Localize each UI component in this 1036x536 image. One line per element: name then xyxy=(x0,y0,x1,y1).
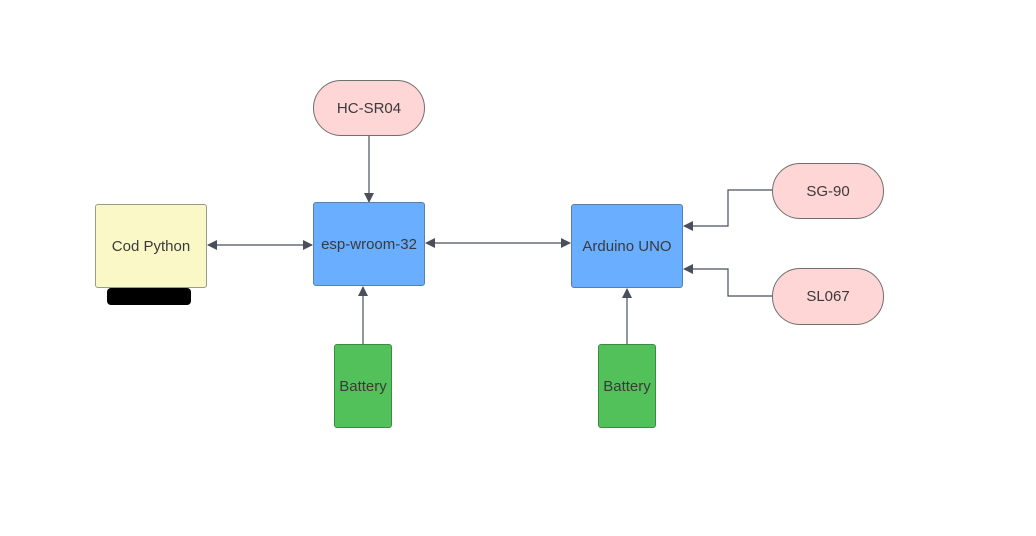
battery-esp-label: Battery xyxy=(339,377,387,395)
cod-python-base xyxy=(107,288,191,305)
cod-python-node: Cod Python xyxy=(95,204,207,288)
sg-90-label: SG-90 xyxy=(806,182,850,200)
sg-90-node: SG-90 xyxy=(772,163,884,219)
hc-sr04-node: HC-SR04 xyxy=(313,80,425,136)
battery-arduino-label: Battery xyxy=(603,377,651,395)
arduino-uno-node: Arduino UNO xyxy=(571,204,683,288)
cod-python-label: Cod Python xyxy=(111,237,191,255)
arrow-sl067-to-arduino xyxy=(683,264,772,297)
battery-esp-node: Battery xyxy=(334,344,392,428)
sl067-node: SL067 xyxy=(772,268,884,325)
battery-arduino-node: Battery xyxy=(598,344,656,428)
sl067-label: SL067 xyxy=(806,288,850,305)
hc-sr04-label: HC-SR04 xyxy=(336,99,402,117)
esp-wroom-32-node: esp-wroom-32 xyxy=(313,202,425,286)
arrow-sg90-to-arduino xyxy=(683,189,772,231)
esp-wroom-32-label: esp-wroom-32 xyxy=(321,235,417,253)
arduino-uno-label: Arduino UNO xyxy=(582,237,672,255)
